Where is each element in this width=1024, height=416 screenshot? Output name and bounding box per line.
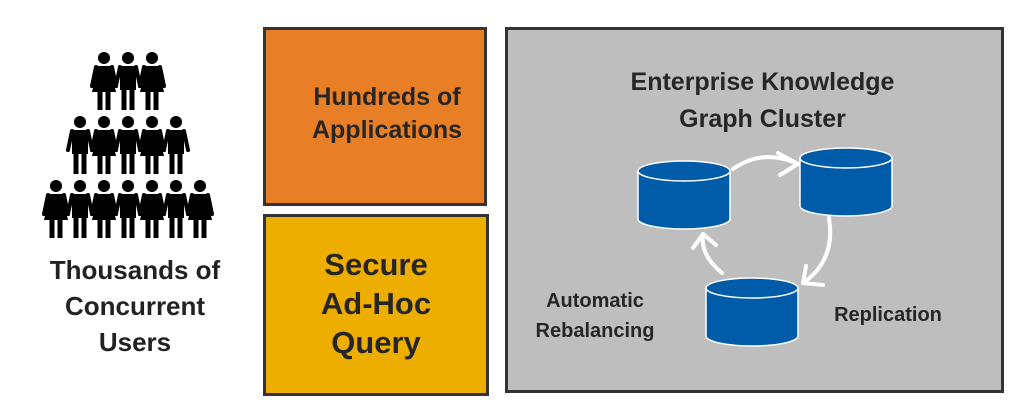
users-label: Thousands of Concurrent Users: [20, 252, 250, 360]
cluster-title-line: Graph Cluster: [679, 105, 846, 133]
man-icon: [114, 180, 142, 238]
knowledge-graph-cluster-box: Enterprise Knowledge Graph Cluster Autom…: [505, 27, 1004, 393]
arrow-head-icon: [801, 264, 825, 287]
arrow-head-icon: [776, 151, 800, 177]
arrow-head-icon: [691, 232, 718, 250]
woman-icon: [138, 116, 166, 174]
man-icon: [114, 116, 142, 174]
applications-box: Hundreds of Applications: [263, 27, 487, 206]
users-label-line: Users: [98, 327, 172, 357]
man-icon: [114, 52, 142, 110]
database-cylinder-icon: [705, 277, 799, 347]
man-icon: [162, 116, 190, 174]
query-label-line: Query: [331, 324, 421, 360]
man-icon: [66, 116, 94, 174]
cluster-title: Enterprise Knowledge Graph Cluster: [508, 64, 1001, 138]
replication-arrow-right: [801, 216, 833, 285]
query-label-line: Secure: [324, 246, 428, 282]
woman-icon: [186, 180, 214, 238]
database-cylinder-icon: [799, 147, 893, 217]
applications-label-line: Hundreds of: [313, 82, 461, 111]
replication-label: Replication: [834, 304, 942, 326]
woman-icon: [138, 180, 166, 238]
man-icon: [162, 180, 190, 238]
woman-icon: [138, 52, 166, 110]
database-cylinder-icon: [637, 160, 731, 230]
woman-icon: [90, 116, 118, 174]
man-icon: [66, 180, 94, 238]
users-label-line: Concurrent: [64, 291, 206, 321]
secure-query-box: Secure Ad-Hoc Query: [263, 214, 489, 396]
users-label-line: Thousands of: [49, 255, 221, 285]
rebalancing-label-line: Automatic: [546, 290, 644, 312]
woman-icon: [90, 180, 118, 238]
automatic-rebalancing-label: Automatic Rebalancing: [530, 286, 660, 346]
cluster-diagram: [637, 147, 893, 347]
people-crowd-icon: [42, 52, 214, 238]
applications-label-line: Applications: [311, 115, 462, 144]
woman-icon: [42, 180, 70, 238]
rebalancing-label-line: Rebalancing: [535, 320, 655, 342]
query-label-line: Ad-Hoc: [320, 285, 432, 321]
woman-icon: [90, 52, 118, 110]
cluster-title-line: Enterprise Knowledge: [630, 68, 895, 96]
